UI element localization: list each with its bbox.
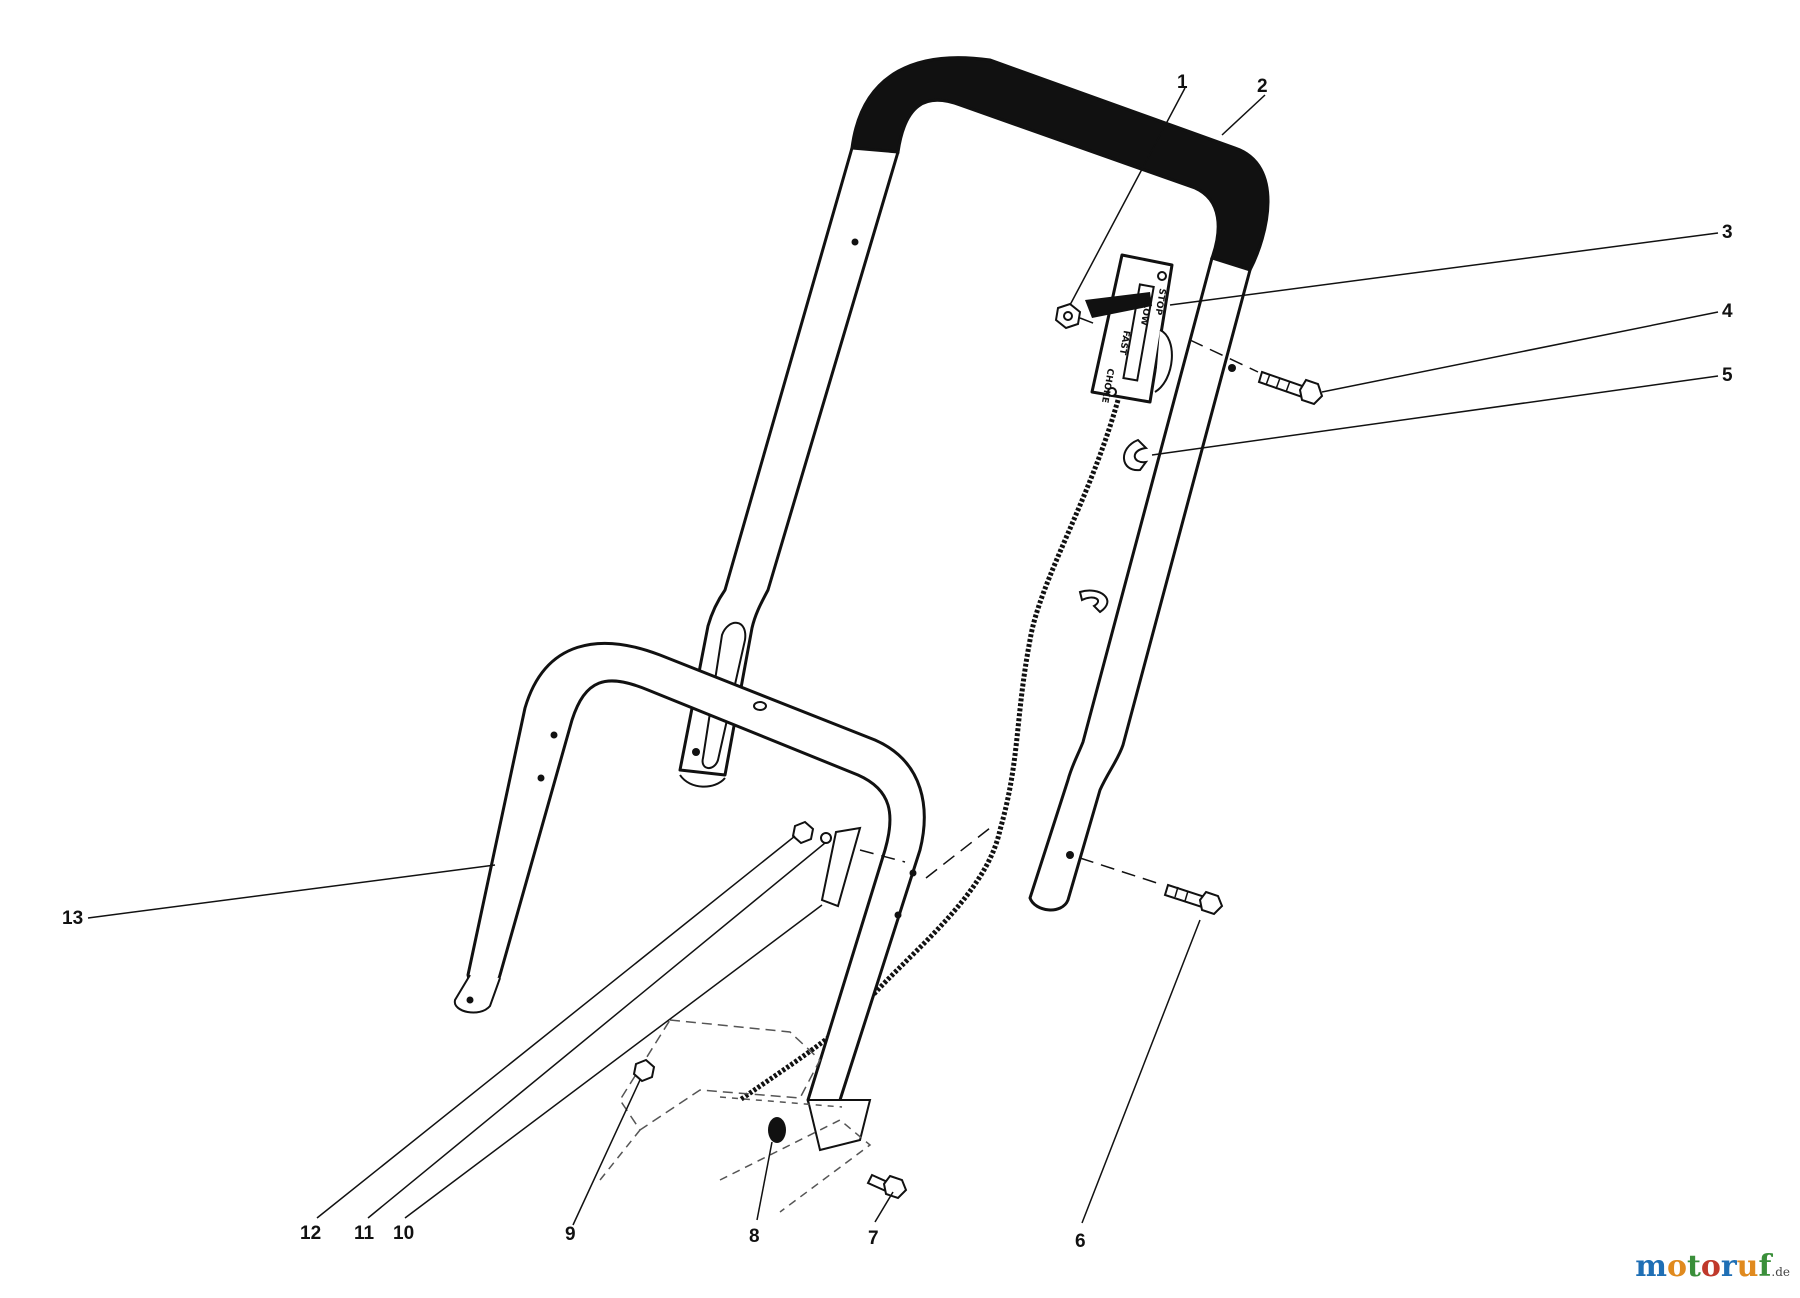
callout-3: 3 [1722, 222, 1733, 243]
nut-12 [791, 820, 815, 845]
handle-right-leg [1028, 256, 1252, 912]
bolt-6 [1163, 883, 1224, 916]
handle-left-leg [678, 146, 900, 777]
label-stop: STOP [1152, 287, 1167, 316]
callout-8: 8 [749, 1226, 760, 1247]
wm-letter: o [1666, 1249, 1687, 1284]
wm-letter: u [1736, 1249, 1759, 1284]
throttle-lever [1085, 292, 1152, 318]
callout-labels: 1 2 3 4 5 6 7 8 9 10 11 12 13 [62, 72, 1733, 1252]
nut-9 [632, 1058, 656, 1083]
callout-11: 11 [354, 1223, 375, 1244]
callout-5: 5 [1722, 365, 1733, 386]
cover-10 [820, 826, 862, 908]
nut-1 [1054, 302, 1082, 330]
callout-13: 13 [62, 908, 83, 929]
wm-letter: r [1720, 1249, 1737, 1284]
lower-handle [453, 642, 926, 1152]
callout-1: 1 [1177, 72, 1188, 93]
throttle-control: STOP SLOW FAST CHOKE [1085, 253, 1174, 404]
callout-9: 9 [565, 1224, 576, 1245]
wm-letter: f [1758, 1249, 1772, 1284]
upper-handle [678, 56, 1270, 912]
callout-7: 7 [868, 1228, 879, 1249]
bolt-4 [1257, 370, 1324, 406]
deck-bracket [599, 1019, 872, 1213]
wm-letter: o [1700, 1249, 1721, 1284]
callout-6: 6 [1075, 1231, 1086, 1252]
callout-2: 2 [1257, 76, 1268, 97]
wm-suffix: .de [1771, 1265, 1790, 1279]
handle-grip [850, 56, 1270, 272]
callout-12: 12 [300, 1223, 321, 1244]
lockwasher-11 [820, 832, 832, 844]
motoruf-watermark: motoruf.de [1635, 1249, 1790, 1284]
washer-8 [768, 1117, 786, 1143]
bolt-7 [866, 1173, 908, 1200]
cable-clip-5 [1123, 438, 1149, 472]
callout-4: 4 [1722, 301, 1733, 322]
callout-10: 10 [393, 1223, 414, 1244]
leader-lines [87, 87, 1719, 1226]
wm-letter: t [1686, 1249, 1701, 1284]
cable-clip [1078, 589, 1109, 614]
label-fast: FAST [1117, 329, 1131, 356]
wm-letter: m [1635, 1249, 1667, 1284]
